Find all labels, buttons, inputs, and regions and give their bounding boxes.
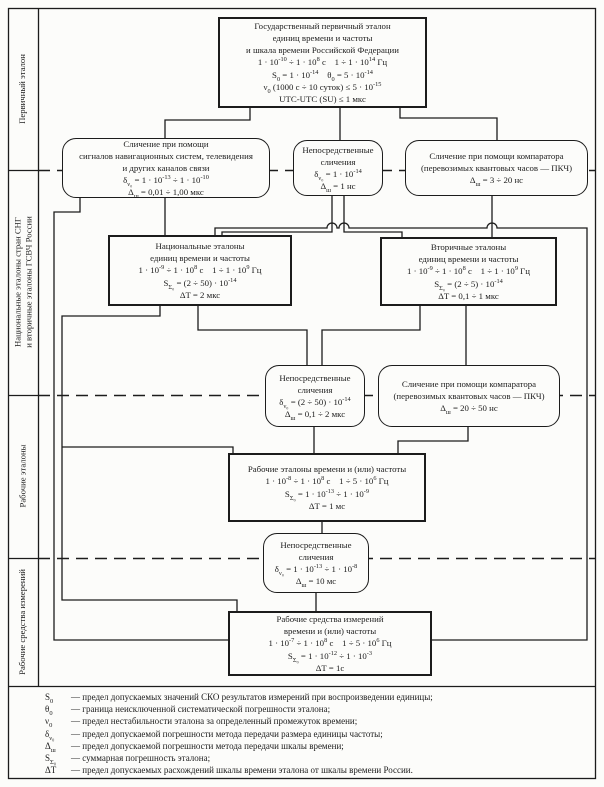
- box-comparator-pkch-top-text: Сличение при помощи компаратора(перевози…: [420, 150, 573, 188]
- legend-text: — граница неисключенной систематической …: [71, 704, 331, 715]
- sidebar-label-primary-standard: Первичный эталон: [17, 54, 28, 124]
- legend-text: — предел допускаемых расхождений шкалы в…: [71, 765, 413, 776]
- legend-symbol: θ0: [45, 704, 53, 717]
- box-comparator-pkch-top: Сличение при помощи компаратора(перевози…: [405, 140, 588, 196]
- legend-text: — предел допускаемой погрешности метода …: [71, 740, 344, 751]
- legend-text: — предел допускаемых значений СКО резуль…: [71, 692, 433, 702]
- legend-symbol: S0: [45, 692, 54, 705]
- bus-right-with-hops: [214, 222, 588, 641]
- box-comparator-pkch-mid-text: Сличение при помощи компаратора(перевози…: [393, 378, 545, 416]
- connector-primary-to-nav: [164, 104, 251, 138]
- bus-left-inner: [61, 302, 238, 611]
- legend-symbol: δν₀: [45, 728, 55, 742]
- legend-text: — суммарная погрешность эталона;: [71, 753, 211, 764]
- sidebar-label-working-standards: Рабочие эталоны: [17, 444, 28, 508]
- box-comparator-pkch-mid: Сличение при помощи компаратора(перевози…: [378, 365, 560, 427]
- connector-primary-to-pkch: [399, 104, 498, 140]
- legend-text: — предел допускаемой погрешности метода …: [71, 728, 383, 739]
- sidebar-label-national-secondary: Национальные эталоны стран СНГ и вторичн…: [12, 216, 34, 348]
- bus-feed-working-standards: [62, 446, 234, 453]
- legend-row: ν0 — предел нестабильности эталона за оп…: [42, 715, 594, 730]
- legend-symbol: ν0: [45, 716, 53, 730]
- legend-symbol: ΔT: [45, 765, 57, 776]
- legend: S0 — предел допускаемых значений СКО рез…: [42, 691, 594, 776]
- legend-row: S0 — предел допускаемых значений СКО рез…: [42, 691, 594, 705]
- legend-row: Δш — предел допускаемой погрешности мето…: [42, 740, 594, 754]
- connector-secondary-to-direct-mid: [321, 302, 421, 365]
- legend-row: ΔT — предел допускаемых расхождений шкал…: [42, 764, 594, 776]
- connector-direct-to-national: [221, 194, 333, 235]
- legend-row: δν₀ — предел допускаемой погрешности мет…: [42, 728, 594, 742]
- bus-left-outer: [53, 196, 228, 641]
- legend-text: — предел нестабильности эталона за опред…: [71, 716, 358, 727]
- sidebar-label-working-instruments: Рабочие средства измерений: [17, 569, 28, 675]
- connector-direct-to-secondary: [343, 194, 403, 237]
- connector-pkch-mid-to-working: [397, 425, 469, 453]
- connector-national-to-direct-mid: [197, 302, 308, 365]
- outer-frame: [7, 7, 597, 780]
- legend-row: SΣ₀ — суммарная погрешность эталона;: [42, 752, 594, 766]
- legend-symbol: SΣ₀: [45, 753, 57, 766]
- legend-row: θ0 — граница неисключенной систематическ…: [42, 703, 594, 717]
- legend-symbol: Δш: [45, 740, 56, 754]
